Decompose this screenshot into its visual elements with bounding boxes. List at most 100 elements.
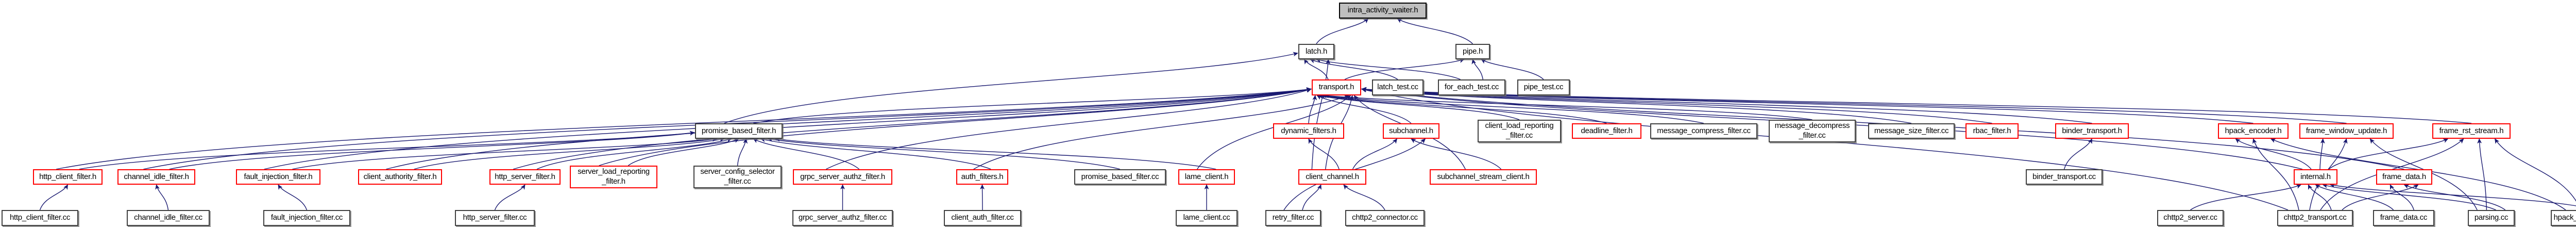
edge-binder_transport.cc-to-binder_transport.h [2063, 138, 2093, 170]
graph-node-client_authority_filter.h[interactable]: client_authority_filter.h [358, 169, 442, 185]
graph-node-channel_idle_filter.cc[interactable]: channel_idle_filter.cc [127, 210, 210, 226]
graph-node-frame_rst_stream.h[interactable]: frame_rst_stream.h [2432, 123, 2511, 139]
edge-auth_filters.h-to-promise_based_filter.h [760, 137, 991, 170]
graph-node-channel_idle_filter.h[interactable]: channel_idle_filter.h [117, 169, 195, 185]
graph-node-http_client_filter.cc[interactable]: http_client_filter.cc [2, 210, 78, 226]
graph-node-http_server_filter.cc[interactable]: http_server_filter.cc [455, 210, 535, 226]
edge-fault_injection_filter.h-to-transport.h [264, 87, 1312, 170]
graph-node-latch.h[interactable]: latch.h [1298, 44, 1334, 59]
edge-client_channel.h-to-latch.h [1311, 59, 1331, 170]
edge-http_server_filter.h-to-transport.h [513, 87, 1312, 170]
edge-subchannel.h-to-transport.h [1316, 95, 1412, 124]
edge-dynamic_filters.h-to-transport.h [1308, 95, 1317, 124]
graph-node-chttp2_server.cc[interactable]: chttp2_server.cc [2157, 210, 2224, 226]
graph-node-hpack_parser.cc[interactable]: hpack_parser.cc [2551, 210, 2576, 226]
graph-node-lame_client.h[interactable]: lame_client.h [1178, 169, 1235, 185]
edge-hpack_parser.cc-to-frame_rst_stream.h [2495, 138, 2576, 202]
graph-node-client_channel.h[interactable]: client_channel.h [1298, 169, 1366, 185]
graph-node-retry_filter.cc[interactable]: retry_filter.cc [1265, 210, 1321, 226]
graph-node-http_server_filter.h[interactable]: http_server_filter.h [489, 169, 561, 185]
edge-rbac_filter.h-to-transport.h [1361, 87, 1992, 124]
graph-node-deadline_filter.h[interactable]: deadline_filter.h [1572, 123, 1641, 139]
graph-node-grpc_server_authz_filter.cc[interactable]: grpc_server_authz_filter.cc [792, 210, 893, 226]
edge-http_client_filter.h-to-promise_based_filter.h [79, 131, 695, 170]
graph-node-auth_filters.h[interactable]: auth_filters.h [956, 169, 1008, 185]
graph-node-http_client_filter.h[interactable]: http_client_filter.h [33, 169, 103, 185]
graph-node-lame_client.cc[interactable]: lame_client.cc [1176, 210, 1238, 226]
graph-node-intra_activity_waiter.h[interactable]: intra_activity_waiter.h [1339, 3, 1427, 19]
edge-for_each_test.cc-to-pipe.h [1471, 59, 1484, 80]
edge-fault_injection_filter.h-to-promise_based_filter.h [292, 137, 718, 170]
edge-frame_data.cc-to-frame_data.h [2389, 184, 2414, 210]
edge-latch_test.cc-to-latch.h [1310, 59, 1398, 80]
graph-node-frame_data.cc[interactable]: frame_data.cc [2373, 210, 2434, 226]
edge-server_config_selector_filter.cc-to-promise_based_filter.h [737, 138, 748, 166]
edge-chttp2_connector.cc-to-client_channel.h [1343, 184, 1385, 210]
graph-node-frame_data.h[interactable]: frame_data.h [2376, 169, 2432, 185]
edge-pipe_test.cc-to-pipe.h [1481, 59, 1544, 80]
edge-chttp2_transport.cc-to-internal.h [2308, 184, 2332, 210]
edge-message_decompress_filter.cc-to-transport.h [1324, 93, 1812, 120]
edge-frame_data.cc-to-internal.h [2315, 184, 2394, 210]
edge-internal.h-to-frame_rst_stream.h [2328, 138, 2449, 170]
graph-node-subchannel.h[interactable]: subchannel.h [1383, 123, 1439, 139]
edge-chttp2_transport.cc-to-frame_data.h [2342, 184, 2419, 210]
edge-server_load_reporting_filter.h-to-promise_based_filter.h [628, 138, 739, 166]
edge-grpc_server_authz_filter.h-to-promise_based_filter.h [753, 138, 860, 170]
edge-retry_filter.cc-to-client_channel.h [1302, 184, 1321, 210]
graph-node-rbac_filter.h[interactable]: rbac_filter.h [1965, 123, 2019, 139]
edge-chttp2_transport.cc-to-hpack_encoder.h [2252, 138, 2299, 210]
edge-http_client_filter.cc-to-http_client_filter.h [39, 184, 69, 210]
graph-node-message_compress_filter.cc[interactable]: message_compress_filter.cc [1650, 123, 1757, 139]
edge-pipe.h-to-intra_activity_waiter.h [1397, 18, 1473, 44]
graph-node-internal.h[interactable]: internal.h [2294, 169, 2337, 185]
edge-client_auth_filter.cc-to-auth_filters.h [980, 184, 985, 210]
graph-node-dynamic_filters.h[interactable]: dynamic_filters.h [1273, 123, 1344, 139]
edge-internal.h-to-frame_window_update.h [2319, 138, 2325, 170]
graph-node-binder_transport.cc[interactable]: binder_transport.cc [2026, 169, 2103, 185]
graph-node-pipe_test.cc[interactable]: pipe_test.cc [1517, 79, 1570, 95]
graph-node-promise_based_filter.h[interactable]: promise_based_filter.h [695, 123, 783, 139]
edge-client_authority_filter.h-to-promise_based_filter.h [414, 137, 725, 170]
graph-node-chttp2_connector.cc[interactable]: chttp2_connector.cc [1345, 210, 1425, 226]
graph-node-subchannel_stream_client.h[interactable]: subchannel_stream_client.h [1430, 169, 1537, 185]
edge-lame_client.h-to-promise_based_filter.h [774, 137, 1216, 170]
graph-node-grpc_server_authz_filter.h[interactable]: grpc_server_authz_filter.h [793, 169, 892, 185]
edge-internal.h-to-hpack_encoder.h [2235, 138, 2312, 170]
edge-promise_based_filter.cc-to-promise_based_filter.h [767, 137, 1121, 170]
graph-node-fault_injection_filter.cc[interactable]: fault_injection_filter.cc [263, 210, 350, 226]
graph-node-chttp2_transport.cc[interactable]: chttp2_transport.cc [2277, 210, 2353, 226]
graph-node-pipe.h[interactable]: pipe.h [1455, 44, 1490, 59]
graph-node-promise_based_filter.cc[interactable]: promise_based_filter.cc [1074, 169, 1166, 185]
graph-node-server_load_reporting_filter.h[interactable]: server_load_reporting _filter.h [570, 166, 657, 188]
graph-node-server_config_selector_filter.cc[interactable]: server_config_selector _filter.cc [693, 166, 782, 188]
graph-node-client_load_reporting_filter.cc[interactable]: client_load_reporting _filter.cc [1478, 120, 1561, 142]
graph-node-hpack_encoder.h[interactable]: hpack_encoder.h [2218, 123, 2289, 139]
edge-parsing.cc-to-internal.h [2322, 184, 2496, 210]
edge-client_authority_filter.h-to-transport.h [386, 87, 1312, 170]
graph-node-client_auth_filter.cc[interactable]: client_auth_filter.cc [944, 210, 1021, 226]
graph-node-latch_test.cc[interactable]: latch_test.cc [1372, 79, 1423, 95]
edge-promise_based_filter.h-to-transport.h [753, 87, 1312, 124]
graph-node-fault_injection_filter.h[interactable]: fault_injection_filter.h [236, 169, 320, 185]
edge-http_client_filter.h-to-transport.h [56, 87, 1312, 170]
edge-auth_filters.h-to-transport.h [973, 94, 1349, 170]
edge-parsing.cc-to-frame_rst_stream.h [2477, 138, 2487, 210]
edge-latch.h-to-intra_activity_waiter.h [1316, 18, 1369, 44]
edge-chttp2_server.cc-to-internal.h [2190, 184, 2302, 210]
graph-node-binder_transport.h[interactable]: binder_transport.h [2055, 123, 2129, 139]
edge-http_server_filter.cc-to-http_server_filter.h [494, 184, 526, 210]
graph-node-parsing.cc[interactable]: parsing.cc [2468, 210, 2515, 226]
edge-grpc_server_authz_filter.h-to-transport.h [826, 88, 1312, 170]
edge-subchannel_stream_client.h-to-subchannel.h [1411, 138, 1502, 170]
edge-channel_idle_filter.cc-to-channel_idle_filter.h [155, 184, 169, 210]
edge-client_channel.h-to-dynamic_filters.h [1308, 138, 1340, 170]
graph-node-frame_window_update.h[interactable]: frame_window_update.h [2299, 123, 2394, 139]
edge-for_each_test.cc-to-latch.h [1316, 58, 1461, 80]
edge-transport.h-to-pipe.h [1344, 58, 1465, 80]
graph-node-message_decompress_filter.cc[interactable]: message_decompress _filter.cc [1769, 120, 1856, 142]
graph-node-message_size_filter.cc[interactable]: message_size_filter.cc [1868, 123, 1955, 139]
edge-transport.h-to-latch.h [1304, 59, 1329, 80]
graph-node-for_each_test.cc[interactable]: for_each_test.cc [1438, 79, 1505, 95]
graph-node-transport.h[interactable]: transport.h [1312, 79, 1361, 95]
